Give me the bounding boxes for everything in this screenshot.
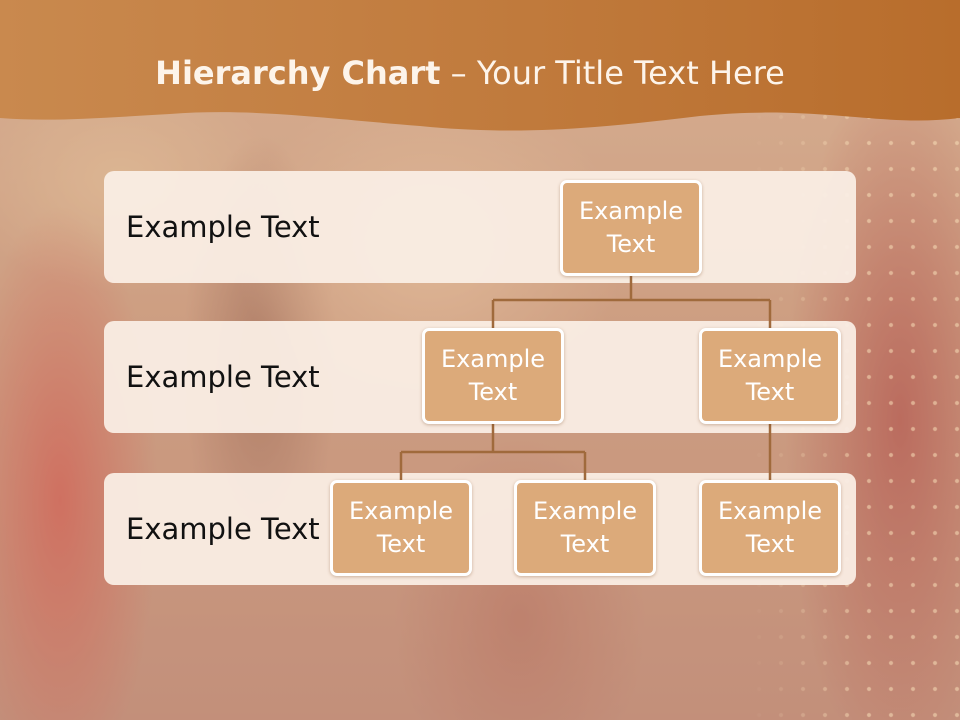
slide-title: Hierarchy Chart – Your Title Text Here: [0, 54, 940, 92]
node-level3-b[interactable]: Example Text: [514, 480, 656, 576]
level-band-1: [104, 171, 856, 283]
node-level2-right[interactable]: Example Text: [699, 328, 841, 424]
level-label-3: Example Text: [126, 512, 320, 546]
level-label-2: Example Text: [126, 360, 320, 394]
node-root[interactable]: Example Text: [560, 180, 702, 276]
node-level3-a[interactable]: Example Text: [330, 480, 472, 576]
connector-root-to-level2: [491, 275, 772, 330]
connector-left-to-level3: [399, 422, 587, 482]
slide-title-rest: – Your Title Text Here: [440, 54, 785, 92]
level-label-1: Example Text: [126, 210, 320, 244]
node-level2-left[interactable]: Example Text: [422, 328, 564, 424]
node-level3-c[interactable]: Example Text: [699, 480, 841, 576]
title-banner: [0, 0, 960, 131]
slide-title-bold: Hierarchy Chart: [155, 54, 441, 92]
